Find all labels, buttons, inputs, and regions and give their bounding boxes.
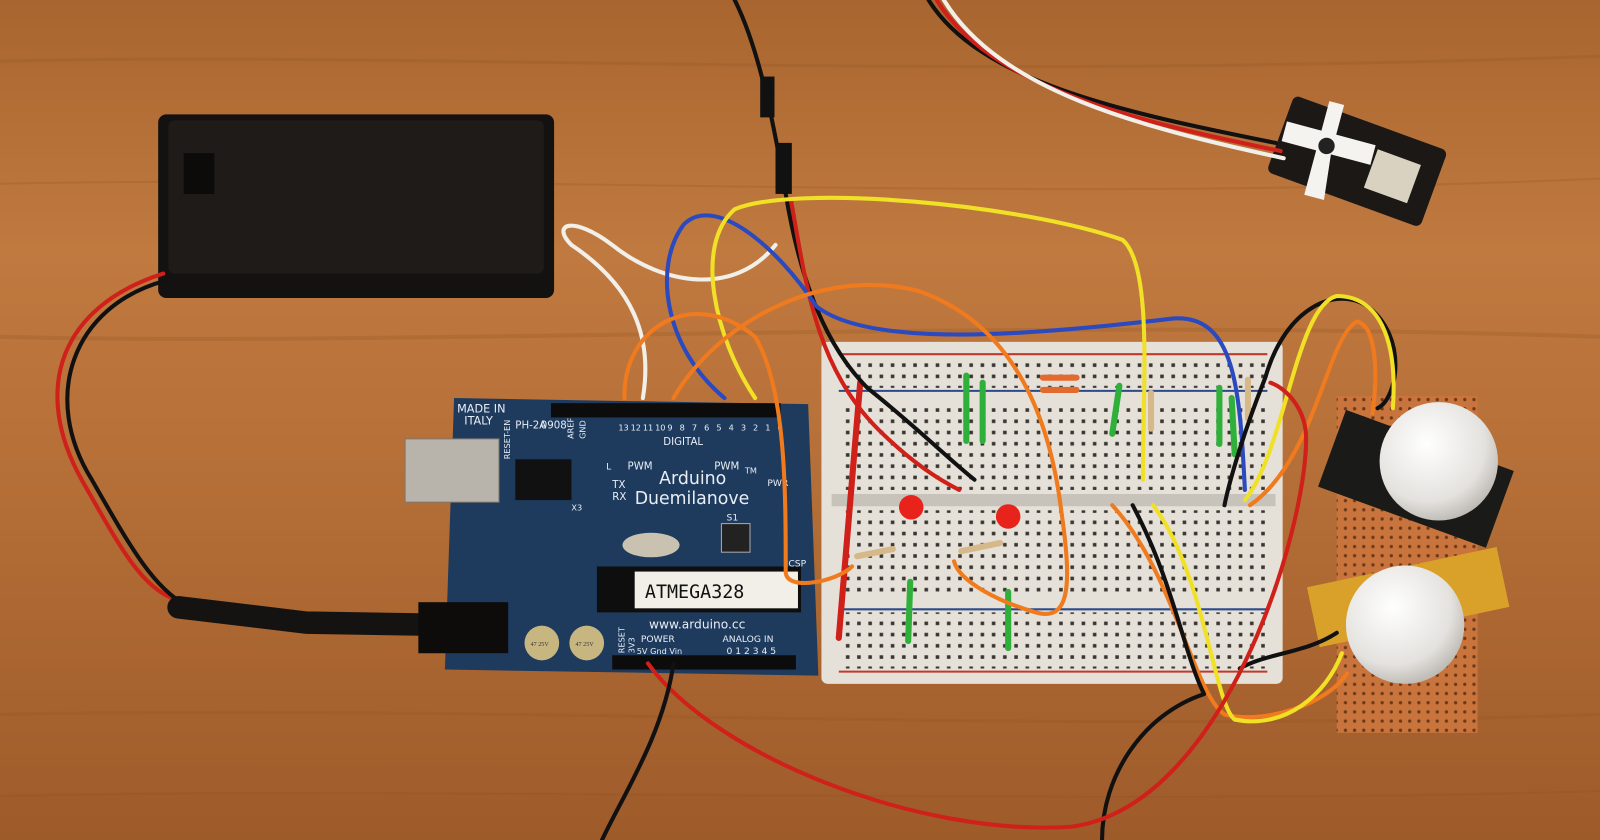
dc-power-jack (418, 602, 509, 654)
power-header (612, 655, 796, 670)
l-label: L (606, 462, 612, 473)
analog-in-label: ANALOG IN (722, 634, 773, 645)
chip-label: ATMEGA328 (645, 582, 744, 603)
capacitor (569, 625, 605, 661)
dc-cable (167, 596, 440, 636)
digital-pin-label: 13 (618, 423, 628, 433)
digital-pin-label: 11 (643, 423, 653, 433)
pwr-label: PWR (767, 478, 789, 489)
pir-sensor (1306, 546, 1510, 684)
digital-pin-label: 12 (631, 423, 641, 433)
gnd-label: GND (578, 420, 588, 439)
digital-header (551, 403, 781, 418)
pwm-label: PWM (714, 462, 739, 473)
reset-button (720, 523, 751, 553)
digital-pin-label: 9 (667, 423, 672, 433)
digital-pin-label: 4 (729, 423, 734, 433)
digital-label: DIGITAL (663, 437, 703, 448)
rx-label: RX (612, 492, 626, 503)
digital-pin-label: 1 (765, 423, 770, 433)
board-variant: Duemilanove (635, 489, 750, 509)
pir-sensor (1318, 402, 1514, 548)
analog-pins-label: 0 1 2 3 4 5 (727, 646, 777, 657)
arduino-board: MADE IN ITALY PH-2A 0908 DIGITAL PWM PWM… (404, 398, 819, 676)
crystal (622, 532, 680, 558)
jumpers (835, 372, 1238, 652)
power-pins-label: 5V Gnd Vin (637, 646, 682, 656)
usb-chip (515, 459, 572, 501)
red-led (995, 504, 1021, 529)
battery-wire-black (65, 278, 191, 610)
pwm-label: PWM (628, 462, 653, 473)
capacitor-label: 47 25V (531, 642, 550, 648)
resistors (854, 376, 1252, 560)
digital-pin-label: 3 (741, 423, 746, 433)
digital-pin-label: 8 (680, 423, 685, 433)
reset-label: RESET (616, 627, 626, 653)
digital-pin-label: 5 (716, 423, 721, 433)
usb-jack (404, 438, 500, 503)
power-label: POWER (641, 634, 676, 645)
aref-label: AREF (565, 417, 575, 438)
red-led (898, 495, 924, 520)
wires (561, 0, 1398, 840)
date-code: 0908 (541, 421, 567, 432)
3v3-label: 3V3 (627, 637, 637, 653)
battery-box (158, 114, 555, 299)
x3-label: X3 (571, 502, 582, 512)
digital-pin-label: 6 (704, 423, 709, 433)
arduino-url: www.arduino.cc (649, 618, 745, 632)
capacitor-label: 47 25V (576, 642, 595, 648)
digital-pin-label: 10 (655, 423, 665, 433)
made-in-label: MADE IN (457, 402, 505, 415)
chip-sticker (634, 571, 798, 609)
icsp-label: ICSP (786, 558, 807, 569)
tx-label: TX (611, 480, 625, 491)
digital-pin-label: 2 (753, 423, 758, 433)
model-code: PH-2A (515, 421, 546, 432)
arduino-logo-text: Arduino (659, 469, 726, 489)
breadboard (821, 341, 1283, 684)
servo-motor (1268, 96, 1447, 226)
reset-en-label: RESET-EN (502, 420, 512, 460)
country-label: ITALY (464, 415, 493, 428)
capacitor (524, 625, 560, 661)
trademark: TM (744, 466, 757, 476)
digital-pin-label: 7 (692, 423, 697, 433)
battery-wire-red (55, 271, 186, 605)
s1-label: S1 (727, 513, 739, 524)
